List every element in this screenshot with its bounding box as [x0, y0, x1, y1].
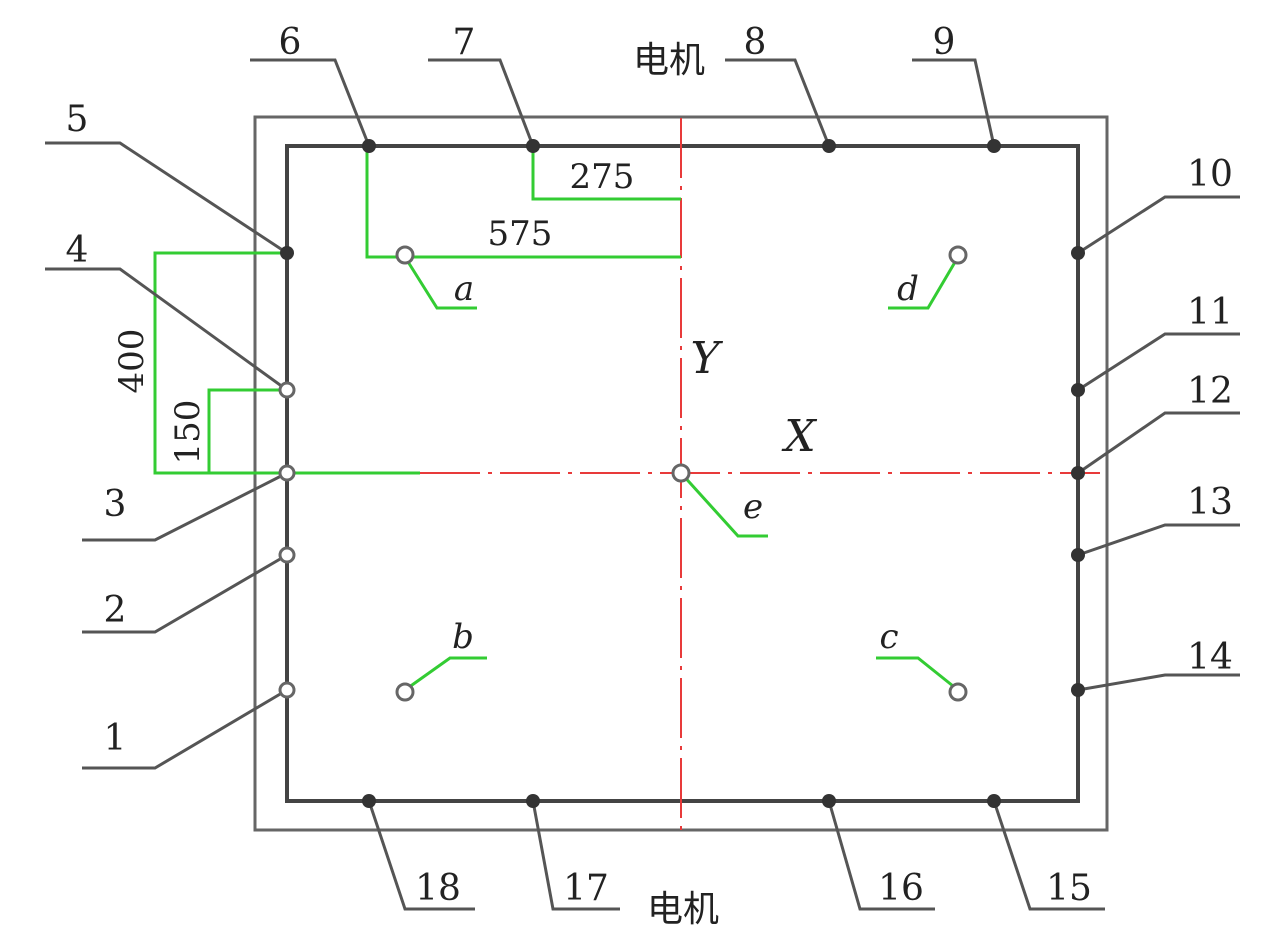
point-4: [278, 381, 296, 399]
motor-label-bottom: 电机: [647, 889, 719, 930]
dimension-400: 400: [112, 329, 152, 394]
hollow-frame-points: [278, 381, 296, 699]
label-a: a: [454, 269, 474, 309]
label-1: 1: [104, 718, 127, 759]
point-5: [280, 246, 294, 260]
point-14: [1071, 683, 1085, 697]
label-b: b: [452, 617, 474, 657]
axis-label-y: Y: [690, 333, 723, 384]
point-3: [278, 464, 296, 482]
axis-label-x: X: [781, 411, 817, 462]
point-11: [1071, 383, 1085, 397]
frame-point-labels: 1 2 3 4 5 6 7 8 9 10 11 12 13 14 15 16 1…: [66, 22, 1233, 909]
label-d: d: [897, 269, 919, 309]
motor-label-top: 电机: [633, 40, 705, 81]
label-e: e: [743, 487, 763, 527]
label-10: 10: [1187, 154, 1233, 195]
label-14: 14: [1187, 637, 1233, 678]
inner-leaders: [403, 256, 960, 692]
point-d: [948, 245, 968, 265]
label-7: 7: [453, 22, 476, 63]
point-18: [362, 794, 376, 808]
label-5: 5: [66, 99, 89, 140]
label-9: 9: [933, 22, 956, 63]
label-6: 6: [279, 22, 302, 63]
point-1: [278, 681, 296, 699]
point-c: [948, 682, 968, 702]
point-7: [526, 139, 540, 153]
point-10: [1071, 246, 1085, 260]
point-12: [1071, 466, 1085, 480]
label-15: 15: [1046, 868, 1092, 909]
dimension-150: 150: [168, 400, 208, 465]
point-8: [822, 139, 836, 153]
point-9: [987, 139, 1001, 153]
label-11: 11: [1187, 292, 1233, 333]
point-b: [395, 682, 415, 702]
inner-points: [395, 245, 968, 702]
label-c: c: [879, 617, 898, 657]
dimension-275: 275: [570, 157, 635, 197]
label-16: 16: [878, 868, 924, 909]
label-4: 4: [66, 230, 89, 271]
point-15: [987, 794, 1001, 808]
point-13: [1071, 548, 1085, 562]
label-3: 3: [104, 484, 127, 525]
point-6: [362, 139, 376, 153]
leader-lines: [45, 58, 1240, 911]
point-17: [526, 794, 540, 808]
filled-points: [280, 139, 1085, 808]
label-12: 12: [1187, 371, 1233, 412]
inner-point-labels: a b c d e: [452, 269, 919, 657]
label-17: 17: [563, 868, 609, 909]
point-16: [822, 794, 836, 808]
point-2: [278, 546, 296, 564]
point-e: [671, 463, 691, 483]
point-a: [395, 245, 415, 265]
dimension-575: 575: [488, 214, 553, 254]
label-8: 8: [744, 22, 767, 63]
label-18: 18: [415, 868, 461, 909]
label-13: 13: [1187, 482, 1233, 523]
label-2: 2: [104, 590, 127, 631]
